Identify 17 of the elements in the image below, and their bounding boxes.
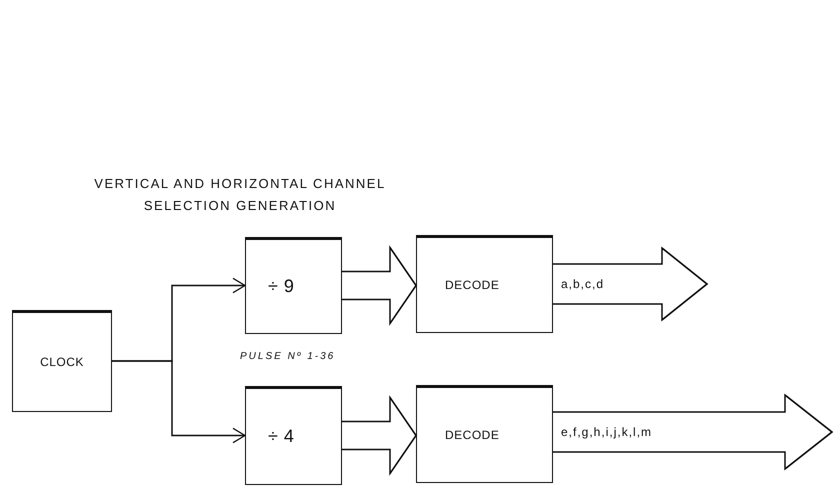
box-label: CLOCK (40, 355, 84, 369)
box-label: DECODE (445, 278, 500, 292)
wide-arrow (341, 395, 417, 476)
process-box (416, 385, 553, 483)
wide-arrow (552, 246, 708, 322)
arrow (112, 360, 246, 444)
wide-arrow (552, 393, 834, 471)
process-box (416, 235, 553, 333)
diagram-title: VERTICAL AND HORIZONTAL CHANNEL SELECTION GENERATION (93, 175, 387, 215)
note-text: PULSE Nº 1-36 (240, 351, 336, 362)
process-box (245, 386, 342, 485)
process-box (12, 310, 112, 412)
process-box (245, 237, 342, 334)
wide-arrow (341, 245, 417, 326)
box-label: ÷ 9 (268, 276, 294, 297)
box-label: ÷ 4 (268, 426, 294, 447)
box-label: DECODE (445, 428, 500, 442)
